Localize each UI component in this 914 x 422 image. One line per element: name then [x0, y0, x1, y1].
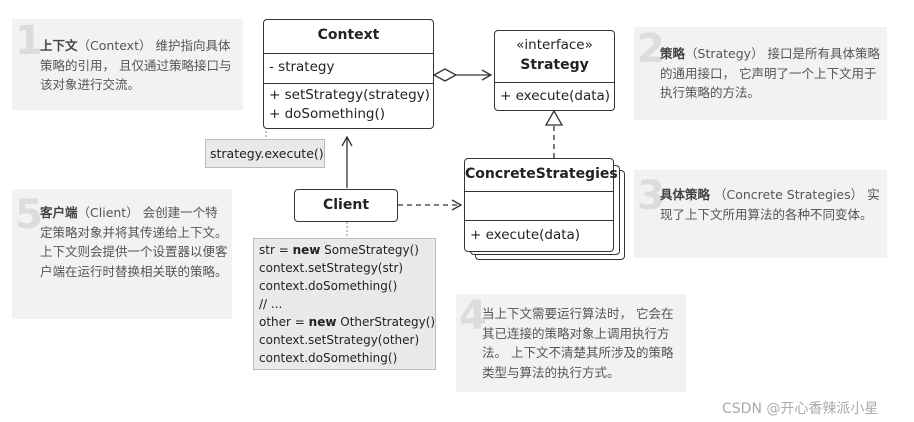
context-field: - strategy — [269, 59, 335, 75]
code-line: context.setStrategy(other) — [259, 333, 420, 347]
context-note-text: strategy.execute() — [210, 146, 324, 161]
context-method: + setStrategy(strategy) — [269, 87, 430, 103]
note-heading: 客户端 — [40, 205, 78, 220]
note-number: 3 — [637, 173, 665, 219]
note-client: 5 客户端（Client） 会创建一个特定策略对象并将其传递给上下文。 上下文则… — [12, 189, 232, 319]
note-body: （Client） 会创建一个特定策略对象并将其传递给上下文。 上下文则会提供一个… — [40, 205, 228, 279]
realization-connector — [544, 109, 564, 158]
note-number: 1 — [15, 18, 43, 64]
strategy-interface: «interface» Strategy + execute(data) — [494, 30, 615, 111]
note-body: （Concrete Strategies） 实现了上下文所用算法的各种不同变体。 — [660, 187, 880, 222]
note-concrete: 3 具体策略 （Concrete Strategies） 实现了上下文所用算法的… — [634, 170, 887, 258]
code-line: other = new OtherStrategy() — [259, 315, 436, 329]
concrete-strategies-class: ConcreteStrategies + execute(data) — [464, 158, 618, 252]
note-number: 4 — [459, 293, 487, 339]
note-strategy: 2 策略（Strategy） 接口是所有具体策略的通用接口， 它声明了一个上下文… — [634, 27, 887, 120]
note-execution: 4 当上下文需要运行算法时， 它会在其已连接的策略对象上调用执行方法。 上下文不… — [456, 294, 686, 392]
code-line: // ... — [259, 297, 283, 311]
strategy-method: + execute(data) — [500, 88, 611, 104]
note-body: （Strategy） 接口是所有具体策略的通用接口， 它声明了一个上下文用于执行… — [660, 46, 881, 100]
note-body: （Context） 维护指向具体策略的引用， 且仅通过策略接口与该对象进行交流。 — [40, 38, 232, 92]
client-class: Client — [294, 189, 398, 222]
aggregation-connector — [432, 68, 493, 82]
note-context: 1 上下文（Context） 维护指向具体策略的引用， 且仅通过策略接口与该对象… — [12, 19, 243, 110]
client-code-note: str = new SomeStrategy() context.setStra… — [253, 238, 436, 370]
client-title: Client — [322, 197, 370, 213]
note-heading: 具体策略 — [660, 187, 711, 202]
watermark: CSDN @开心香辣派小星 — [722, 401, 879, 417]
context-title: Context — [317, 27, 380, 43]
context-class: Context - strategy + setStrategy(strateg… — [263, 19, 434, 129]
concrete-title: ConcreteStrategies — [465, 166, 618, 182]
code-line: context.doSomething() — [259, 279, 398, 293]
note-number: 5 — [15, 192, 43, 238]
note-heading: 上下文 — [40, 38, 78, 53]
context-code-note: strategy.execute() — [205, 139, 325, 168]
context-method: + doSomething() — [269, 106, 385, 122]
note-body: 当上下文需要运行算法时， 它会在其已连接的策略对象上调用执行方法。 上下文不清楚… — [482, 306, 674, 380]
concrete-method: + execute(data) — [470, 227, 581, 243]
note-number: 2 — [637, 26, 665, 72]
client-context-connector — [341, 135, 353, 188]
note-heading: 策略 — [660, 46, 686, 61]
client-concrete-connector — [398, 199, 463, 211]
code-line: context.doSomething() — [259, 351, 398, 365]
code-line: str = new SomeStrategy() — [259, 243, 419, 257]
strategy-stereotype: «interface» — [516, 37, 593, 53]
strategy-title: Strategy — [520, 57, 589, 73]
code-line: context.setStrategy(str) — [259, 261, 404, 275]
